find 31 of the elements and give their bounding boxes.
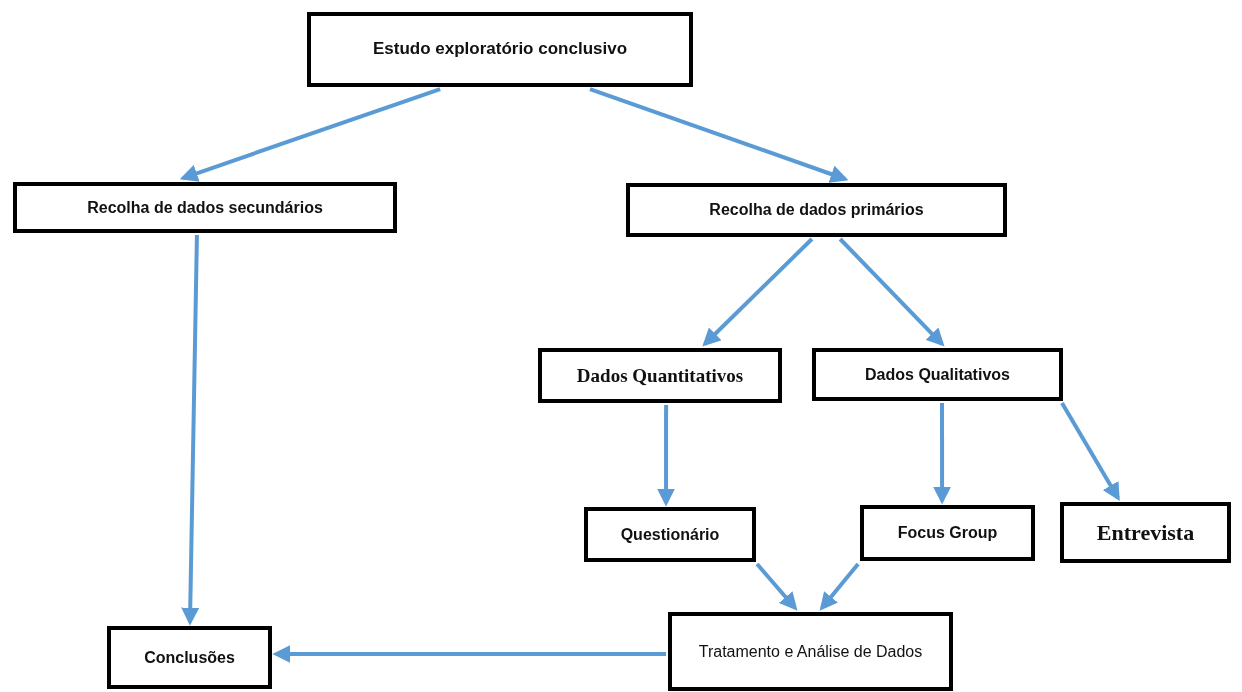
box-label: Dados Quantitativos xyxy=(576,363,744,388)
process-box xyxy=(626,183,1007,237)
arrow xyxy=(755,562,798,611)
box-label: Conclusões xyxy=(144,647,235,668)
process-box xyxy=(307,12,693,87)
arrow xyxy=(702,237,814,347)
process-box xyxy=(538,348,782,403)
process-box xyxy=(13,182,397,233)
arrow xyxy=(272,644,666,663)
arrow xyxy=(657,405,676,507)
arrow xyxy=(838,237,945,347)
arrow xyxy=(933,403,952,505)
box-label: Tratamento e Análise de Dados xyxy=(698,641,923,662)
box-label: Focus Group xyxy=(897,523,998,544)
box-label: Questionário xyxy=(620,524,720,545)
process-box xyxy=(668,612,953,691)
arrow xyxy=(179,87,441,182)
box-label: Estudo exploratório conclusivo xyxy=(372,38,628,61)
arrow xyxy=(819,562,860,611)
box-label: Dados Qualitativos xyxy=(865,364,1010,385)
process-box xyxy=(812,348,1063,401)
process-box xyxy=(860,505,1035,561)
box-label: Entrevista xyxy=(1096,518,1195,547)
arrow xyxy=(589,87,849,183)
arrow xyxy=(1060,402,1120,502)
box-label: Recolha de dados primários xyxy=(709,200,924,221)
process-box xyxy=(584,507,756,562)
box-label: Recolha de dados secundários xyxy=(87,197,323,218)
process-box xyxy=(107,626,272,689)
process-box xyxy=(1060,502,1231,563)
arrow xyxy=(181,234,200,626)
